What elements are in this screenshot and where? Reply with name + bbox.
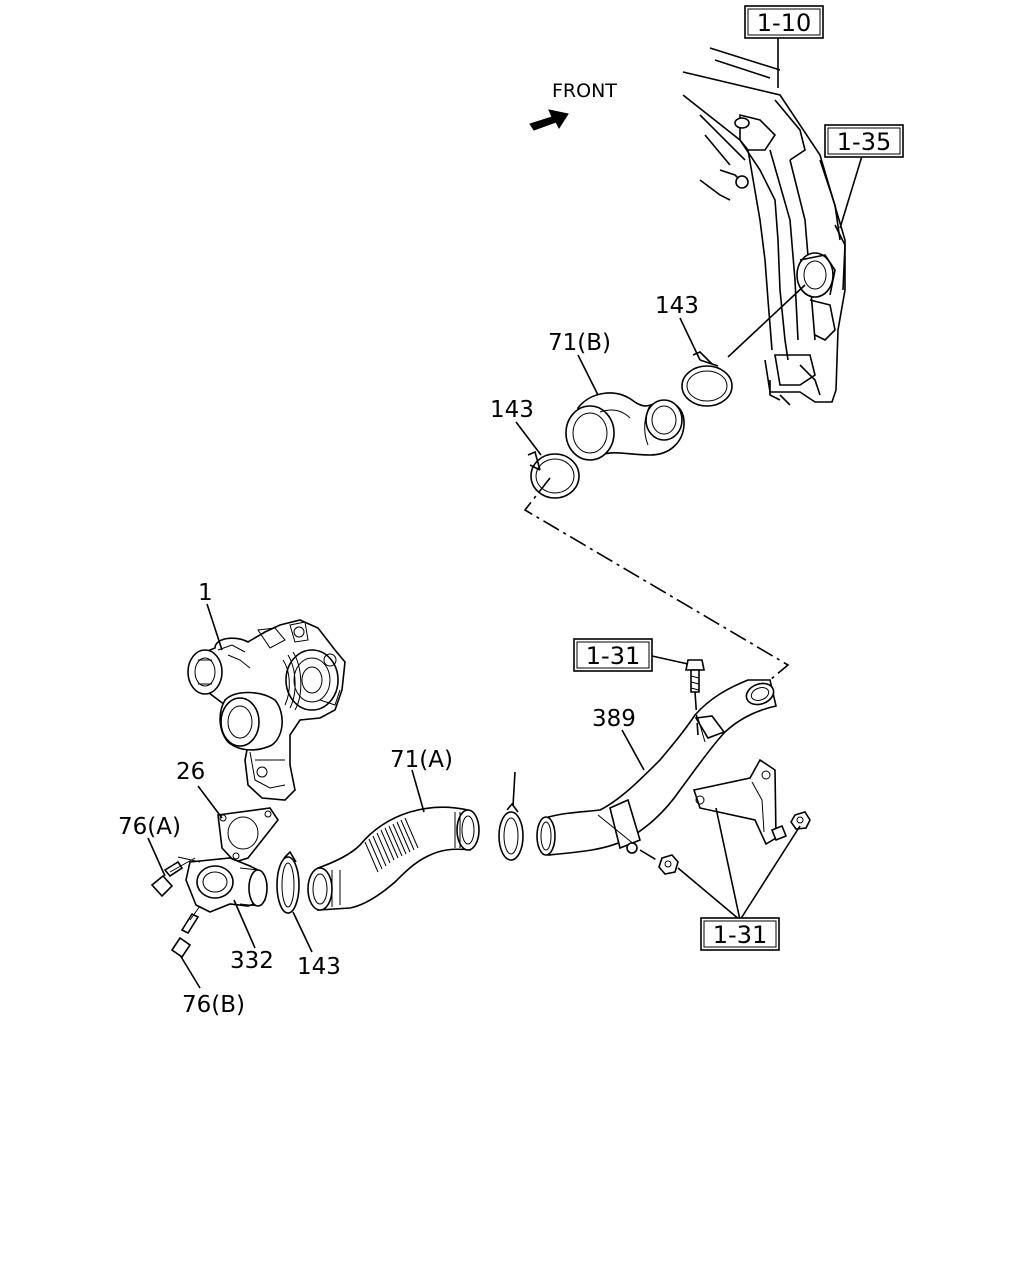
hose-clamp-lower-left bbox=[276, 850, 300, 914]
callout-leader-clamp-lower-middle bbox=[512, 771, 516, 807]
turbocharger bbox=[187, 619, 346, 801]
ref-1-31-lower-label: 1-31 bbox=[713, 921, 767, 949]
bolt-upper-dash-line bbox=[694, 691, 699, 736]
bolt-1-31-upper bbox=[685, 659, 705, 693]
callout-gasket: 26 bbox=[176, 759, 205, 785]
ref-box-1-35: 1-35 bbox=[824, 124, 904, 158]
callout-clamp-upper-right: 143 bbox=[655, 293, 699, 319]
callout-hose-71a: 71(A) bbox=[390, 747, 453, 773]
bolt-76b bbox=[170, 905, 201, 959]
callout-turbocharger: 1 bbox=[198, 580, 213, 606]
callout-leader-pipe bbox=[621, 729, 645, 771]
hose-clamp-upper-left bbox=[527, 450, 580, 499]
ref-1-31-lower-leader-nut-right bbox=[739, 825, 801, 921]
callout-leader-clamp-upper-right bbox=[679, 317, 701, 361]
callout-bolt-76a: 76(A) bbox=[118, 814, 181, 840]
ref-1-31-upper-leader bbox=[651, 655, 689, 665]
callout-clamp-upper-left: 143 bbox=[490, 397, 534, 423]
nut-right bbox=[790, 811, 811, 830]
ref-1-35-leader bbox=[839, 155, 863, 229]
ref-box-1-31-lower: 1-31 bbox=[700, 917, 780, 951]
callout-leader-turbocharger bbox=[206, 603, 223, 651]
callout-leader-elbow bbox=[233, 899, 256, 949]
hose-clamp-lower-middle bbox=[498, 802, 524, 861]
front-direction-indicator: FRONT bbox=[529, 80, 617, 131]
assembly-connection-line bbox=[523, 477, 790, 681]
ref-1-35-label: 1-35 bbox=[837, 128, 891, 156]
callout-pipe: 389 bbox=[592, 706, 636, 732]
callout-leader-bolt-76a bbox=[147, 837, 166, 877]
callout-bolt-76b: 76(B) bbox=[182, 992, 245, 1018]
bolt-76a bbox=[150, 857, 196, 898]
frame-assembly bbox=[682, 47, 846, 406]
ref-1-31-lower-leader-nut bbox=[677, 867, 741, 921]
ref-box-1-31-upper: 1-31 bbox=[573, 638, 653, 672]
bolt-bracket bbox=[770, 824, 788, 842]
front-arrow-icon bbox=[529, 109, 569, 131]
ref-1-31-lower-leader-bracket bbox=[715, 807, 741, 921]
callout-hose-71b: 71(B) bbox=[548, 330, 611, 356]
ref-1-10-label: 1-10 bbox=[757, 9, 811, 37]
callout-leader-clamp-lower-left bbox=[292, 911, 313, 953]
callout-leader-gasket bbox=[197, 785, 223, 819]
callout-clamp-lower-left: 143 bbox=[297, 954, 341, 980]
callout-leader-bolt-76b bbox=[179, 954, 201, 989]
mounting-bracket bbox=[692, 758, 777, 846]
callout-leader-hose-71b bbox=[577, 354, 599, 396]
pipe-389 bbox=[536, 679, 777, 856]
callout-leader-hose-71a bbox=[411, 769, 425, 813]
ref-box-1-10: 1-10 bbox=[744, 5, 824, 39]
nut-lower bbox=[658, 854, 679, 875]
hose-71b bbox=[565, 392, 685, 461]
callout-leader-clamp-upper-left bbox=[515, 421, 542, 456]
ref-1-31-upper-label: 1-31 bbox=[586, 642, 640, 670]
elbow-332 bbox=[177, 856, 268, 913]
callout-elbow: 332 bbox=[230, 948, 274, 974]
front-label: FRONT bbox=[552, 80, 617, 102]
nut-lower-dash-line bbox=[639, 849, 661, 863]
hose-clamp-upper-right bbox=[681, 351, 733, 407]
clamp-to-outlet-line bbox=[727, 284, 806, 358]
gasket-26 bbox=[217, 807, 279, 863]
hose-71a bbox=[307, 806, 480, 911]
